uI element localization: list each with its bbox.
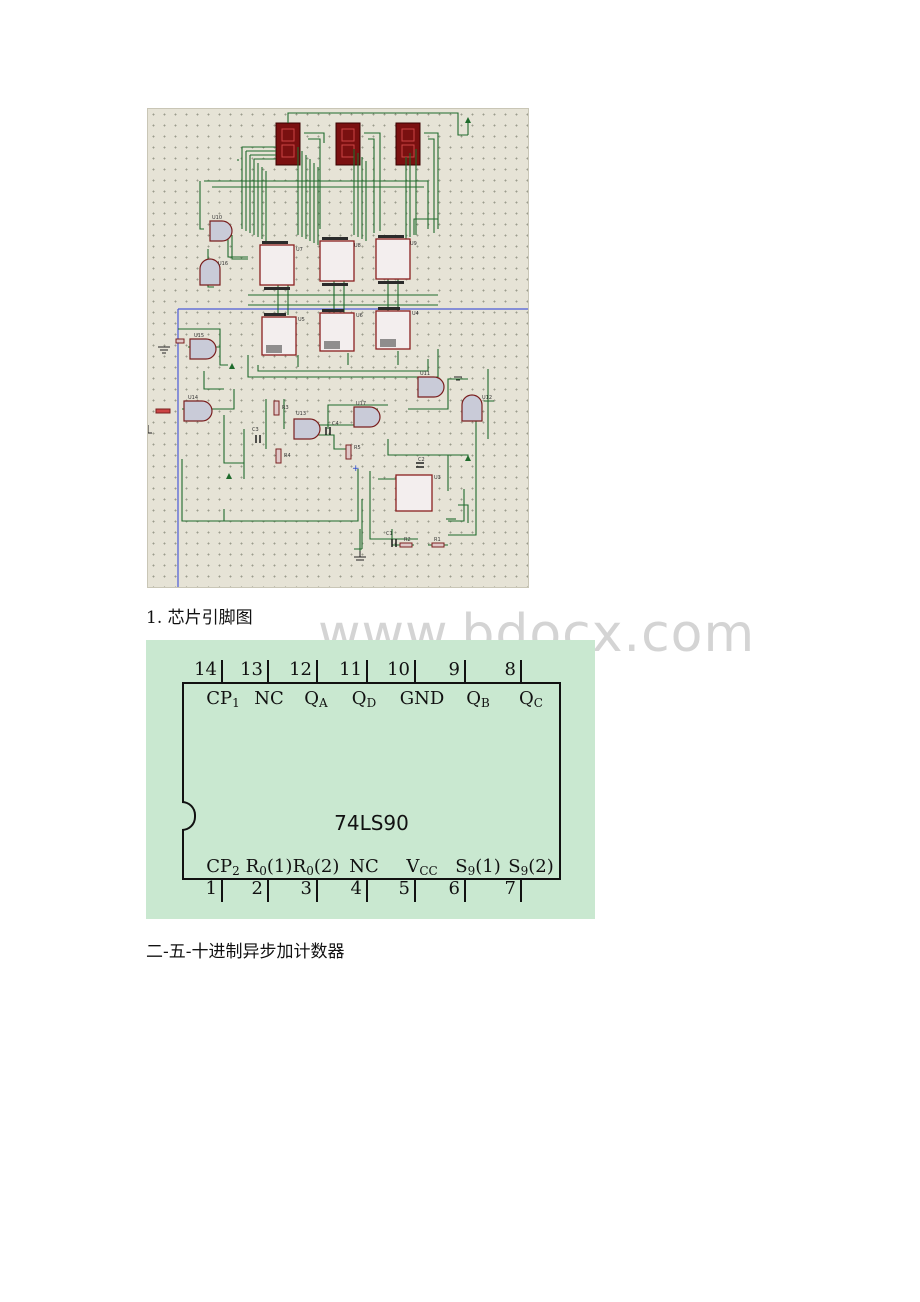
svg-text:U14: U14 [188,395,198,401]
svg-text:R2: R2 [404,537,411,543]
pin-name-7: S9(2) [508,856,554,878]
passive-components [155,338,445,548]
svg-text:U3: U3 [434,475,441,481]
pin-name-2: R0(1) [245,856,293,878]
chip-name: 74LS90 [334,811,409,835]
circuit-drawing: U10 U16 U15 U14 U13 U17 U11 U12 U7 U8 U9… [148,112,528,587]
svg-text:U8: U8 [354,243,361,249]
pin-number-6: 6 [448,878,460,899]
section-caption-counter: 二-五-十进制异步加计数器 [146,942,345,962]
svg-text:R1: R1 [434,537,441,543]
pin-lead-13 [267,660,269,682]
pin-name-8: QC [519,688,543,710]
pin-name-14: CP1 [206,688,240,710]
pin-lead-6 [464,880,466,902]
pin-name-5: VCC [406,856,438,878]
svg-text:C1: C1 [386,531,393,537]
svg-text:U11: U11 [420,371,430,377]
pin-name-12: QA [304,688,328,710]
component-label-text: U10 U16 U15 U14 U13 U17 U11 U12 U7 U8 U9… [188,215,492,543]
pin-number-12: 12 [289,659,312,680]
pin-lead-4 [366,880,368,902]
svg-text:C3: C3 [252,427,259,433]
plus-marker: + [352,464,360,474]
chip-notch [182,801,196,831]
pin-name-6: S9(1) [455,856,501,878]
pin-name-10: GND [399,688,445,709]
pin-number-11: 11 [339,659,362,680]
pin-lead-11 [366,660,368,682]
circuit-schematic-image: U10 U16 U15 U14 U13 U17 U11 U12 U7 U8 U9… [147,108,529,588]
svg-text:U4: U4 [412,311,419,317]
pin-lead-12 [316,660,318,682]
svg-text:U5: U5 [298,317,305,323]
section-caption-pinout: 1. 芯片引脚图 [146,608,253,628]
pin-lead-5 [414,880,416,902]
pin-number-5: 5 [398,878,410,899]
svg-text:U9: U9 [410,241,417,247]
svg-text:U15: U15 [194,333,204,339]
pin-lead-10 [414,660,416,682]
pin-number-4: 4 [350,878,362,899]
svg-text:U17: U17 [356,401,366,407]
pin-name-3: R0(2) [292,856,340,878]
pin-number-3: 3 [300,878,312,899]
pin-name-1: CP2 [206,856,240,878]
pin-lead-1 [221,880,223,902]
pin-number-14: 14 [194,659,217,680]
svg-text:R4: R4 [284,453,291,459]
pin-lead-9 [464,660,466,682]
pin-number-13: 13 [240,659,263,680]
svg-text:U7: U7 [296,247,303,253]
pin-number-8: 8 [504,659,516,680]
pin-number-9: 9 [448,659,460,680]
ground-symbols [148,346,462,561]
pin-lead-8 [520,660,522,682]
pin-name-11: QD [351,688,377,710]
pin-name-9: QB [466,688,490,710]
pin-number-7: 7 [504,878,516,899]
counter-chips [259,238,433,512]
logic-gates [183,220,483,440]
pin-lead-14 [221,660,223,682]
svg-text:C4: C4 [332,421,339,427]
svg-text:R3: R3 [282,405,289,411]
svg-text:C2: C2 [418,457,425,463]
pin-lead-3 [316,880,318,902]
pin-number-2: 2 [251,878,263,899]
svg-text:U16: U16 [218,261,228,267]
pin-lead-7 [520,880,522,902]
pin-number-1: 1 [205,878,217,899]
svg-text:R5: R5 [354,445,361,451]
chip-pins [262,235,404,353]
capacitors [255,427,424,547]
pin-name-4: NC [349,856,379,877]
pin-lead-2 [267,880,269,902]
power-arrows [226,117,471,479]
pin-name-13: NC [254,688,284,709]
svg-text:U6: U6 [356,313,363,319]
svg-text:U10: U10 [212,215,222,221]
svg-text:U13: U13 [296,411,306,417]
svg-text:U12: U12 [482,395,492,401]
pin-number-10: 10 [387,659,410,680]
